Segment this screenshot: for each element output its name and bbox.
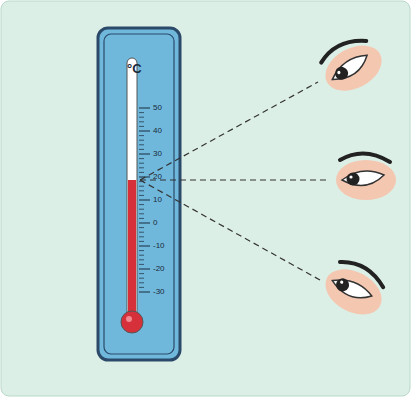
minor-tick	[139, 209, 144, 210]
minor-tick	[139, 241, 144, 242]
sight-line-level	[140, 179, 330, 180]
scale-number: 50	[153, 104, 162, 112]
minor-tick	[139, 140, 144, 141]
minor-tick	[139, 255, 144, 256]
scale-number: 0	[153, 219, 157, 227]
minor-tick	[139, 167, 144, 168]
minor-tick	[139, 278, 144, 279]
minor-tick	[139, 218, 144, 219]
major-tick	[139, 108, 150, 109]
minor-tick	[139, 135, 144, 136]
liquid-column	[128, 180, 136, 320]
minor-tick	[139, 273, 144, 274]
minor-tick	[139, 158, 144, 159]
scale-number: 20	[153, 173, 162, 181]
scale-number: 40	[153, 127, 162, 135]
thermometer-body	[98, 28, 180, 360]
scale-number: -20	[153, 265, 165, 273]
scale-number: 10	[153, 196, 162, 204]
major-tick	[139, 154, 150, 155]
minor-tick	[139, 227, 144, 228]
minor-tick	[139, 250, 144, 251]
minor-tick	[139, 186, 144, 187]
minor-tick	[139, 172, 144, 173]
sight-lines	[140, 82, 330, 280]
sight-line-below	[140, 180, 320, 280]
minor-tick	[139, 121, 144, 122]
eye-above	[315, 31, 390, 100]
minor-tick	[139, 163, 144, 164]
scale-number: -30	[153, 288, 165, 296]
minor-tick	[139, 144, 144, 145]
minor-tick	[139, 117, 144, 118]
bulb-highlight	[126, 316, 132, 322]
minor-tick	[139, 204, 144, 205]
minor-tick	[139, 213, 144, 214]
minor-tick	[139, 126, 144, 127]
minor-tick	[139, 112, 144, 113]
major-tick	[139, 292, 150, 293]
major-tick	[139, 269, 150, 270]
minor-tick	[139, 264, 144, 265]
bulb	[121, 311, 143, 333]
major-tick	[139, 223, 150, 224]
unit-label: °C	[127, 62, 142, 75]
minor-tick	[139, 149, 144, 150]
eye-level	[336, 153, 396, 200]
minor-tick	[139, 259, 144, 260]
minor-tick	[139, 195, 144, 196]
minor-tick	[139, 236, 144, 237]
minor-tick	[139, 190, 144, 191]
capillary-tube	[127, 58, 137, 323]
sight-line-above	[140, 82, 318, 180]
thermometer-inner-border	[104, 34, 174, 354]
eye-below	[318, 254, 393, 323]
minor-tick	[139, 287, 144, 288]
scale-number: -10	[153, 242, 165, 250]
scale-number: 30	[153, 150, 162, 158]
major-tick	[139, 200, 150, 201]
minor-tick	[139, 282, 144, 283]
minor-tick	[139, 232, 144, 233]
scale-ticks	[139, 108, 150, 292]
major-tick	[139, 246, 150, 247]
major-tick	[139, 131, 150, 132]
